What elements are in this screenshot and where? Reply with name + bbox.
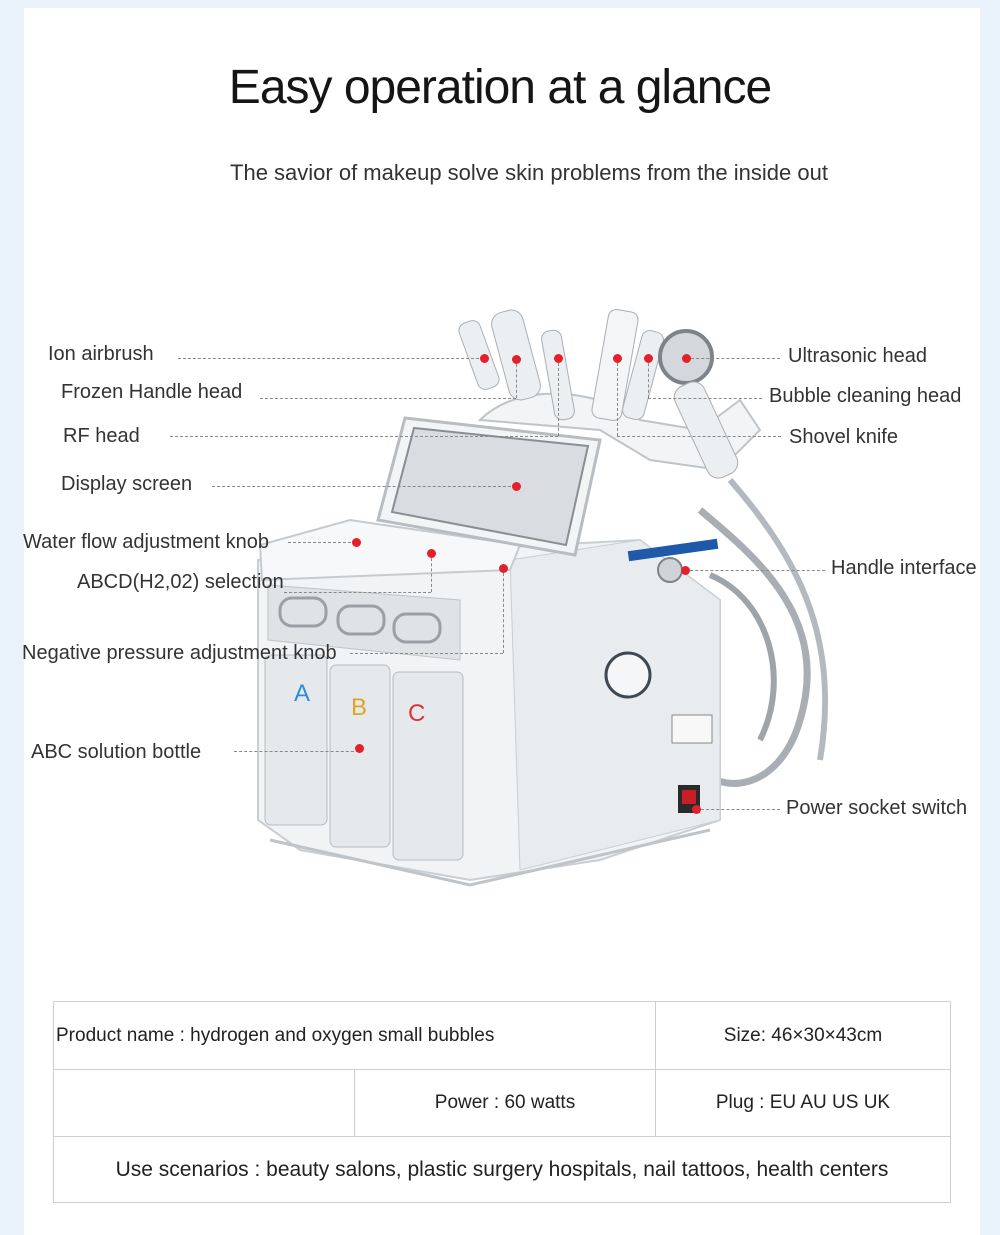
page-title: Easy operation at a glance bbox=[228, 61, 772, 114]
callout-shovel-knife: Shovel knife bbox=[789, 426, 898, 448]
marker-dot bbox=[512, 482, 521, 491]
spec-plug: Plug : EU AU US UK bbox=[655, 1069, 951, 1137]
callout-ion-airbrush: Ion airbrush bbox=[48, 343, 154, 365]
callout-handle-interface: Handle interface bbox=[831, 557, 977, 579]
leader-line bbox=[234, 751, 359, 752]
marker-dot bbox=[499, 564, 508, 573]
marker-dot bbox=[692, 805, 701, 814]
leader-line bbox=[516, 359, 517, 398]
marker-dot bbox=[352, 538, 361, 547]
callout-rf-head: RF head bbox=[63, 425, 140, 447]
callout-water-flow-knob: Water flow adjustment knob bbox=[23, 531, 270, 553]
machine-illustration bbox=[257, 308, 829, 887]
leader-line bbox=[212, 486, 516, 487]
spec-empty-cell bbox=[53, 1069, 355, 1137]
callout-bubble-cleaning-head: Bubble cleaning head bbox=[769, 385, 962, 407]
callout-power-socket-switch: Power socket switch bbox=[786, 797, 968, 819]
leader-line bbox=[350, 653, 503, 654]
marker-dot bbox=[682, 354, 691, 363]
leader-line bbox=[686, 358, 780, 359]
leader-line bbox=[648, 358, 649, 398]
leader-line bbox=[431, 553, 432, 592]
marker-dot bbox=[427, 549, 436, 558]
spec-power: Power : 60 watts bbox=[354, 1069, 656, 1137]
leader-line bbox=[288, 542, 356, 543]
leader-line bbox=[617, 436, 781, 437]
bottle-a-label: A bbox=[294, 680, 311, 707]
spec-product-name: Product name : hydrogen and oxygen small… bbox=[53, 1001, 656, 1070]
callout-abcd-selection: ABCD(H2,02) selection bbox=[77, 571, 284, 593]
leader-line bbox=[558, 358, 559, 436]
spec-use-scenarios: Use scenarios : beauty salons, plastic s… bbox=[53, 1136, 951, 1203]
leader-line bbox=[284, 592, 431, 593]
leader-line bbox=[648, 398, 762, 399]
callout-ultrasonic-head: Ultrasonic head bbox=[788, 345, 927, 367]
page-subtitle: The savior of makeup solve skin problems… bbox=[230, 160, 828, 185]
table-row: Product name : hydrogen and oxygen small… bbox=[53, 1001, 951, 1070]
spec-size: Size: 46×30×43cm bbox=[655, 1001, 951, 1070]
marker-dot bbox=[480, 354, 489, 363]
marker-dot bbox=[613, 354, 622, 363]
leader-line bbox=[685, 570, 825, 571]
callout-display-screen: Display screen bbox=[61, 473, 193, 495]
table-row: Power : 60 watts Plug : EU AU US UK bbox=[53, 1069, 951, 1137]
leader-line bbox=[170, 436, 558, 437]
spec-table: Product name : hydrogen and oxygen small… bbox=[53, 1001, 951, 1203]
table-row: Use scenarios : beauty salons, plastic s… bbox=[53, 1136, 951, 1203]
callout-negative-pressure-knob: Negative pressure adjustment knob bbox=[22, 642, 337, 664]
callout-frozen-handle-head: Frozen Handle head bbox=[61, 381, 243, 403]
marker-dot bbox=[355, 744, 364, 753]
leader-line bbox=[617, 358, 618, 436]
callout-abc-solution-bottle: ABC solution bottle bbox=[31, 741, 202, 763]
leader-line bbox=[260, 398, 516, 399]
marker-dot bbox=[681, 566, 690, 575]
marker-dot bbox=[512, 355, 521, 364]
bottle-b-label: B bbox=[351, 694, 368, 721]
marker-dot bbox=[554, 354, 563, 363]
leader-line bbox=[178, 358, 484, 359]
leader-line bbox=[503, 568, 504, 653]
marker-dot bbox=[644, 354, 653, 363]
leader-line bbox=[696, 809, 780, 810]
bottle-c-label: C bbox=[408, 700, 426, 727]
